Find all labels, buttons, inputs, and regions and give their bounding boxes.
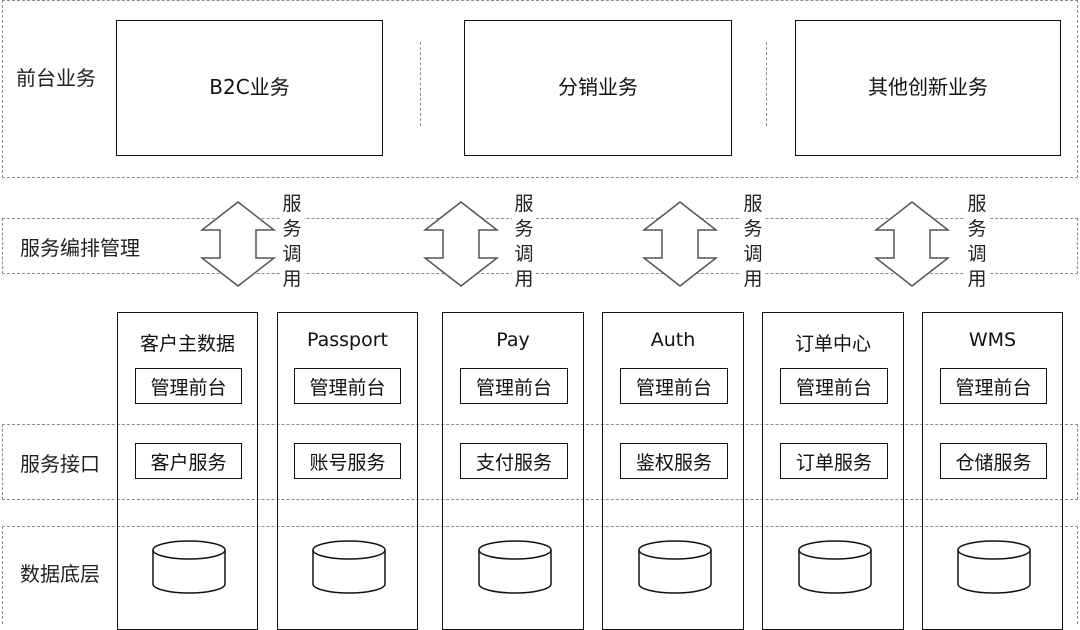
double-arrow-icon: [423, 201, 499, 287]
service-call-label: 服务调用: [280, 192, 304, 292]
frontend-layer-band: [2, 0, 1078, 178]
admin-console-box: 管理前台: [620, 368, 728, 404]
admin-console-box: 管理前台: [780, 368, 888, 404]
service-call-label: 服务调用: [512, 192, 536, 292]
double-arrow-icon: [874, 201, 950, 287]
service-column-pay: Pay 管理前台 支付服务: [442, 312, 584, 630]
orchestration-layer-band: [2, 218, 1078, 274]
service-column-customer-master-data: 客户主数据 管理前台 客户服务: [117, 312, 258, 630]
service-interface-box: 订单服务: [780, 443, 888, 479]
database-icon: [152, 540, 226, 594]
admin-console-box: 管理前台: [460, 368, 568, 404]
service-call-label: 服务调用: [741, 192, 765, 292]
database-icon: [478, 540, 552, 594]
business-box-distribution: 分销业务: [464, 20, 732, 156]
business-label: B2C业务: [209, 74, 290, 99]
data-layer-label: 数据底层: [20, 562, 100, 586]
service-title: Passport: [307, 329, 388, 351]
service-title: 订单中心: [794, 333, 871, 355]
admin-console-box: 管理前台: [940, 368, 1047, 404]
service-column-passport: Passport 管理前台 账号服务: [277, 312, 418, 630]
double-arrow-icon: [642, 201, 718, 287]
service-title: Pay: [496, 329, 530, 351]
database-icon: [312, 540, 386, 594]
database-icon: [798, 540, 872, 594]
service-title: WMS: [968, 329, 1017, 351]
interface-layer-label: 服务接口: [20, 452, 100, 476]
business-label: 分销业务: [558, 74, 638, 99]
admin-console-box: 管理前台: [135, 368, 242, 404]
business-separator: [766, 42, 767, 126]
service-title: 客户主数据: [139, 333, 235, 355]
business-label: 其他创新业务: [868, 74, 988, 99]
service-call-label: 服务调用: [965, 192, 989, 292]
data-layer-band: [2, 526, 1078, 624]
service-interface-box: 客户服务: [135, 443, 242, 479]
service-column-auth: Auth 管理前台 鉴权服务: [602, 312, 744, 630]
business-box-innovation: 其他创新业务: [795, 20, 1061, 156]
orchestration-layer-label: 服务编排管理: [20, 236, 140, 260]
double-arrow-icon: [200, 201, 276, 287]
service-interface-box: 支付服务: [460, 443, 568, 479]
service-column-order-center: 订单中心 管理前台 订单服务: [762, 312, 904, 630]
service-interface-box: 账号服务: [294, 443, 401, 479]
database-icon: [638, 540, 712, 594]
database-icon: [957, 540, 1031, 594]
frontend-layer-label: 前台业务: [16, 66, 96, 90]
business-box-b2c: B2C业务: [116, 20, 383, 156]
interface-layer-band: [2, 424, 1078, 500]
service-interface-box: 鉴权服务: [620, 443, 728, 479]
business-separator: [420, 42, 421, 126]
service-column-wms: WMS 管理前台 仓储服务: [922, 312, 1063, 630]
admin-console-box: 管理前台: [294, 368, 401, 404]
service-interface-box: 仓储服务: [940, 443, 1047, 479]
service-title: Auth: [650, 329, 696, 351]
